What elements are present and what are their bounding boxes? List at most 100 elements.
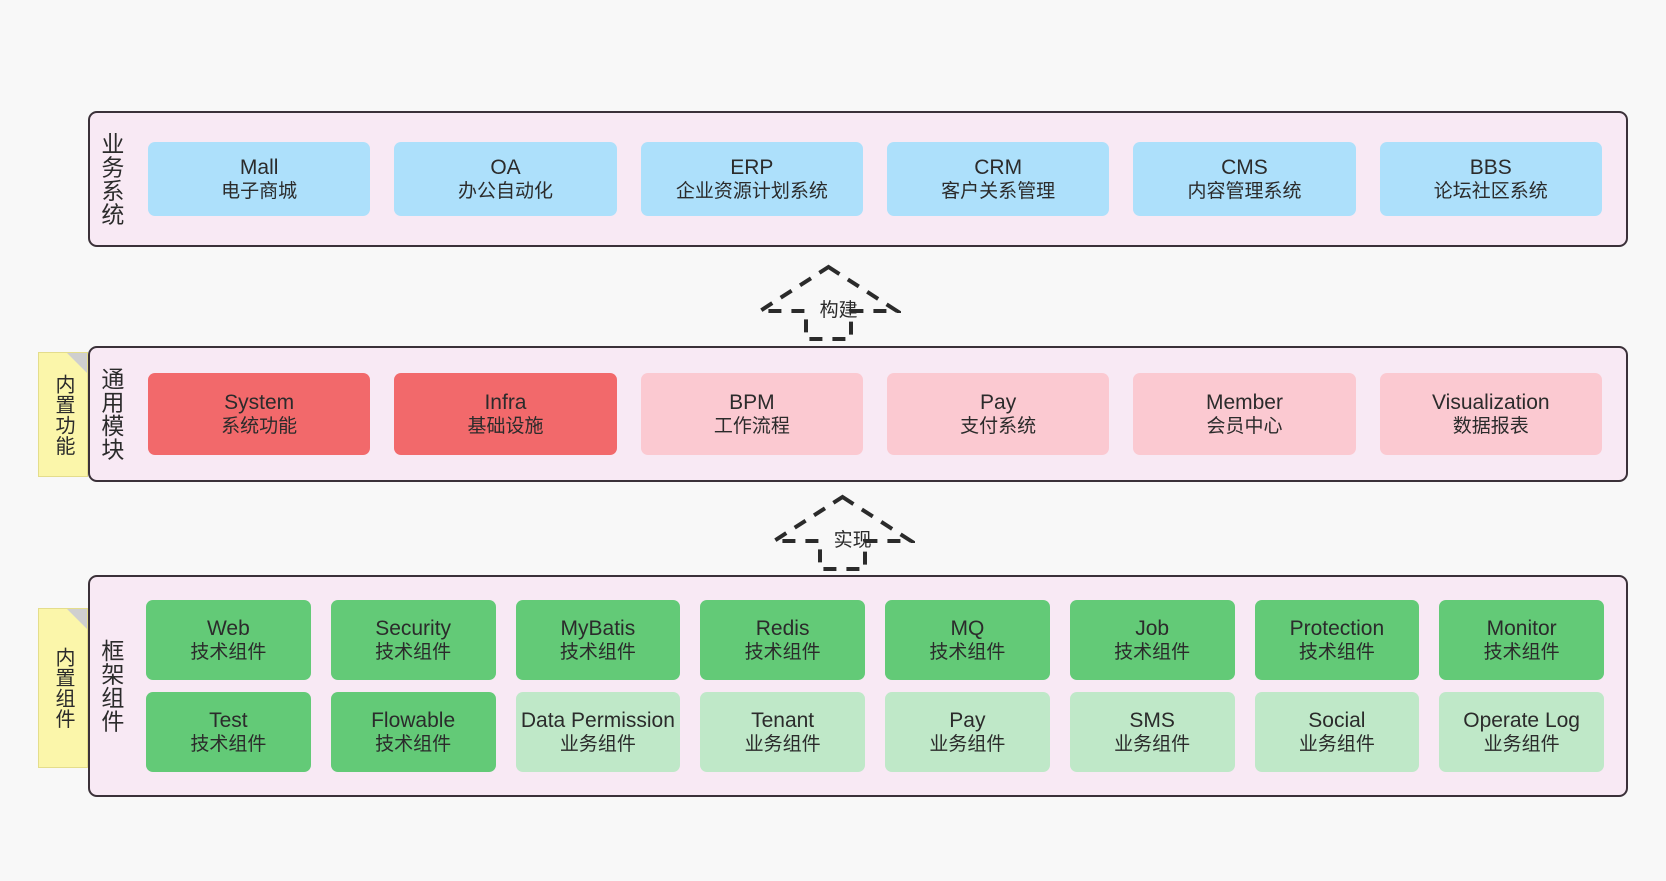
module-name-cn: 技术组件 — [1483, 642, 1560, 664]
module-name-cn: 技术组件 — [190, 734, 267, 756]
layer-title-framework-component: 框架组件 — [97, 639, 124, 733]
module-box-visualization[interactable]: Visualization 数据报表 — [1379, 373, 1602, 455]
module-name-cn: 业务组件 — [929, 734, 1006, 756]
module-name-en: BBS — [1469, 155, 1512, 179]
module-name-en: OA — [490, 155, 521, 179]
module-name-en: SMS — [1129, 708, 1175, 732]
module-name-cn: 技术组件 — [929, 642, 1006, 664]
callout-note-builtin-components[interactable]: 内置组件 — [38, 608, 88, 768]
module-box-infra[interactable]: Infra 基础设施 — [394, 373, 617, 455]
module-box-mybatis[interactable]: MyBatis 技术组件 — [515, 600, 681, 680]
module-name-en: Operate Log — [1463, 708, 1580, 732]
connector-realize-arrow: 实现 — [770, 493, 915, 573]
module-name-cn: 技术组件 — [744, 642, 821, 664]
module-box-system[interactable]: System 系统功能 — [148, 373, 371, 455]
module-name-cn: 数据报表 — [1452, 416, 1529, 438]
module-box-member[interactable]: Member 会员中心 — [1133, 373, 1356, 455]
module-box-test[interactable]: Test 技术组件 — [146, 692, 311, 772]
module-name-en: Job — [1135, 616, 1170, 640]
module-name-en: Visualization — [1432, 390, 1550, 414]
connector-label-realize: 实现 — [833, 530, 872, 551]
module-name-cn: 业务组件 — [1298, 734, 1375, 756]
module-name-en: MyBatis — [560, 616, 636, 640]
layer-title-common-module: 通用模块 — [97, 367, 124, 461]
module-box-pay-component[interactable]: Pay 业务组件 — [885, 692, 1050, 772]
module-name-en: Flowable — [371, 708, 456, 732]
module-name-en: Mall — [239, 155, 279, 179]
module-name-cn: 办公自动化 — [457, 181, 553, 203]
module-box-flowable[interactable]: Flowable 技术组件 — [330, 692, 496, 772]
module-name-cn: 技术组件 — [375, 734, 452, 756]
module-row: Mall 电子商城 OA 办公自动化 ERP 企业资源计划系统 CRM 客户关系… — [136, 142, 1614, 216]
module-box-mq[interactable]: MQ 技术组件 — [885, 600, 1050, 680]
module-box-tenant[interactable]: Tenant 业务组件 — [700, 692, 865, 772]
module-name-cn: 技术组件 — [1298, 642, 1375, 664]
module-box-oa[interactable]: OA 办公自动化 — [394, 142, 617, 216]
callout-note-label: 内置功能 — [52, 373, 74, 456]
module-row: Test 技术组件 Flowable 技术组件 Data Permission … — [136, 692, 1614, 772]
module-name-en: Redis — [755, 616, 810, 640]
module-name-en: MQ — [950, 616, 985, 640]
callout-note-builtin-features[interactable]: 内置功能 — [38, 352, 88, 477]
module-box-monitor[interactable]: Monitor 技术组件 — [1439, 600, 1604, 680]
module-box-web[interactable]: Web 技术组件 — [146, 600, 311, 680]
module-box-protection[interactable]: Protection 技术组件 — [1254, 600, 1420, 680]
module-box-pay[interactable]: Pay 支付系统 — [886, 373, 1110, 455]
module-name-en: ERP — [730, 155, 774, 179]
module-name-en: Protection — [1289, 616, 1385, 640]
module-name-cn: 会员中心 — [1206, 416, 1283, 438]
module-name-cn: 电子商城 — [221, 181, 298, 203]
module-name-en: Web — [206, 616, 250, 640]
module-name-cn: 基础设施 — [467, 416, 544, 438]
module-name-en: Infra — [484, 390, 527, 414]
layer-body-business-system: Mall 电子商城 OA 办公自动化 ERP 企业资源计划系统 CRM 客户关系… — [130, 113, 1626, 245]
module-box-social[interactable]: Social 业务组件 — [1254, 692, 1420, 772]
module-box-job[interactable]: Job 技术组件 — [1069, 600, 1235, 680]
module-name-cn: 支付系统 — [960, 416, 1037, 438]
module-box-data-permission[interactable]: Data Permission 业务组件 — [515, 692, 681, 772]
module-box-crm[interactable]: CRM 客户关系管理 — [886, 142, 1110, 216]
module-box-cms[interactable]: CMS 内容管理系统 — [1133, 142, 1356, 216]
module-row: Web 技术组件 Security 技术组件 MyBatis 技术组件 Redi… — [136, 600, 1614, 680]
module-name-en: Pay — [949, 708, 986, 732]
module-box-bbs[interactable]: BBS 论坛社区系统 — [1379, 142, 1602, 216]
module-name-cn: 企业资源计划系统 — [675, 181, 828, 203]
module-name-en: Social — [1308, 708, 1366, 732]
module-box-mall[interactable]: Mall 电子商城 — [148, 142, 371, 216]
module-name-en: CMS — [1221, 155, 1268, 179]
module-box-redis[interactable]: Redis 技术组件 — [700, 600, 865, 680]
module-name-cn: 业务组件 — [1114, 734, 1191, 756]
module-name-en: CRM — [974, 155, 1023, 179]
module-box-operate-log[interactable]: Operate Log 业务组件 — [1439, 692, 1604, 772]
module-name-cn: 业务组件 — [1483, 734, 1560, 756]
module-name-cn: 工作流程 — [713, 416, 790, 438]
module-box-erp[interactable]: ERP 企业资源计划系统 — [640, 142, 863, 216]
layer-business-system[interactable]: 业务系统 Mall 电子商城 OA 办公自动化 ERP 企业资源计划系统 CRM… — [88, 111, 1628, 247]
module-name-cn: 客户关系管理 — [941, 181, 1056, 203]
callout-note-label: 内置组件 — [52, 647, 74, 729]
module-box-bpm[interactable]: BPM 工作流程 — [640, 373, 863, 455]
module-box-sms[interactable]: SMS 业务组件 — [1069, 692, 1235, 772]
module-name-en: BPM — [729, 390, 775, 414]
module-name-cn: 系统功能 — [221, 416, 298, 438]
layer-common-module[interactable]: 通用模块 System 系统功能 Infra 基础设施 BPM 工作流程 Pay… — [88, 346, 1628, 482]
connector-build-arrow: 构建 — [756, 263, 901, 343]
module-name-en: Member — [1205, 390, 1283, 414]
layer-body-framework-component: Web 技术组件 Security 技术组件 MyBatis 技术组件 Redi… — [130, 577, 1626, 795]
module-name-cn: 业务组件 — [559, 734, 636, 756]
layer-title-business-system: 业务系统 — [97, 132, 124, 226]
module-name-cn: 技术组件 — [1114, 642, 1191, 664]
module-name-en: Monitor — [1486, 616, 1557, 640]
module-name-en: Pay — [980, 390, 1017, 414]
module-name-cn: 技术组件 — [559, 642, 636, 664]
module-name-cn: 技术组件 — [190, 642, 267, 664]
module-box-security[interactable]: Security 技术组件 — [330, 600, 496, 680]
layer-framework-component[interactable]: 框架组件 Web 技术组件 Security 技术组件 MyBatis 技术组件… — [88, 575, 1628, 797]
module-name-en: Tenant — [751, 708, 815, 732]
module-name-cn: 内容管理系统 — [1187, 181, 1302, 203]
connector-label-build: 构建 — [819, 300, 858, 321]
module-name-cn: 论坛社区系统 — [1433, 181, 1548, 203]
module-name-en: Test — [209, 708, 248, 732]
module-name-en: System — [224, 390, 295, 414]
